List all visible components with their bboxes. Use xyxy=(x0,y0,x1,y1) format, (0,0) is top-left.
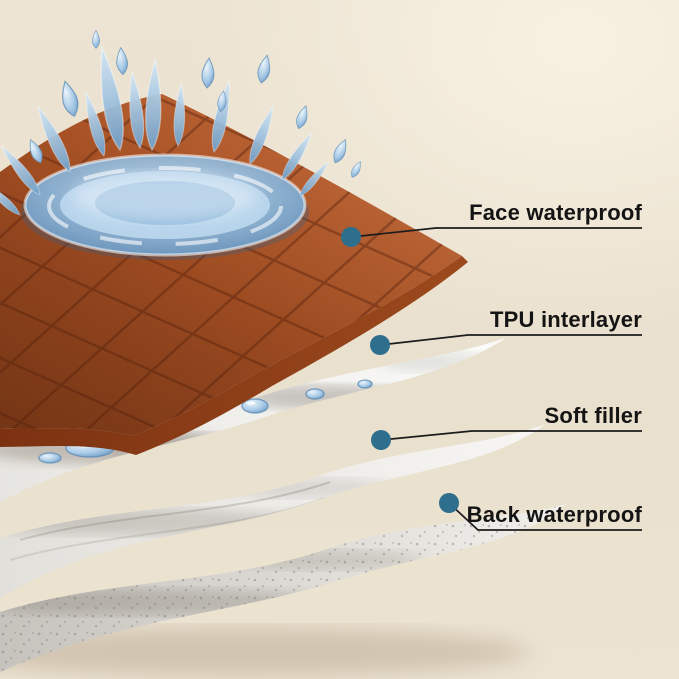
callout-line xyxy=(350,227,642,238)
callout-line xyxy=(380,430,642,441)
callout-dot xyxy=(439,493,459,513)
layer-face-waterproof xyxy=(0,94,468,455)
label-tpu-interlayer: TPU interlayer xyxy=(490,307,642,332)
tpu-surface-droplets xyxy=(38,379,373,464)
callout-face-waterproof xyxy=(341,227,642,247)
water-splash-icon xyxy=(0,44,333,260)
callout-dot xyxy=(370,335,390,355)
label-face-waterproof: Face waterproof xyxy=(469,200,642,225)
label-back-waterproof: Back waterproof xyxy=(466,502,642,527)
callout-tpu-interlayer xyxy=(370,334,642,355)
callout-line xyxy=(448,502,642,531)
stack-ground-shadow xyxy=(0,628,530,676)
callout-back-waterproof xyxy=(439,493,642,531)
callout-line xyxy=(379,334,642,346)
label-soft-filler: Soft filler xyxy=(544,403,642,428)
callout-dot xyxy=(341,227,361,247)
callout-soft-filler xyxy=(371,430,642,450)
callout-dot xyxy=(371,430,391,450)
